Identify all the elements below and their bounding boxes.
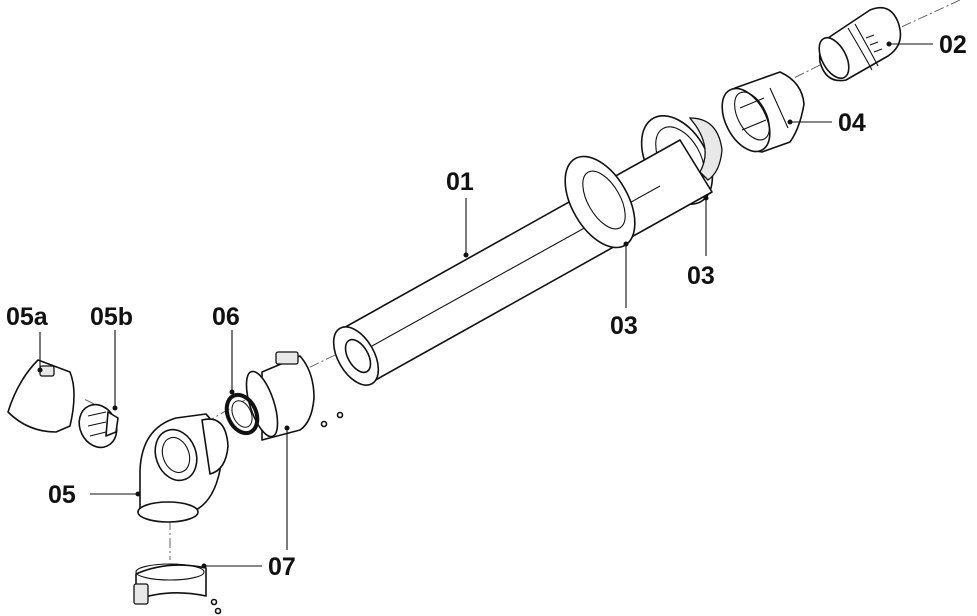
label-05a: 05a xyxy=(6,303,49,331)
label-06: 06 xyxy=(212,303,240,331)
label-05b: 05b xyxy=(90,303,133,331)
elbow-cover xyxy=(7,359,75,433)
label-02: 02 xyxy=(939,31,967,59)
seal-ring xyxy=(224,392,260,436)
label-03-inner: 03 xyxy=(610,312,638,340)
clamp-upper xyxy=(245,351,344,441)
terminal-cap xyxy=(721,71,805,153)
label-03-outer: 03 xyxy=(687,262,715,290)
label-07-lower: 07 xyxy=(268,553,296,581)
clamp-lower xyxy=(133,563,222,615)
label-04: 04 xyxy=(838,109,866,137)
elbow-fitting xyxy=(137,413,229,523)
part-labels: 02 04 01 03 03 06 05b 05a 05 07 xyxy=(6,31,967,581)
leader-lines xyxy=(37,41,933,569)
inspection-plug xyxy=(78,403,119,449)
terminal-end-piece xyxy=(818,6,902,82)
concentric-pipe xyxy=(332,139,713,386)
label-01: 01 xyxy=(446,168,474,196)
label-05: 05 xyxy=(48,481,76,509)
